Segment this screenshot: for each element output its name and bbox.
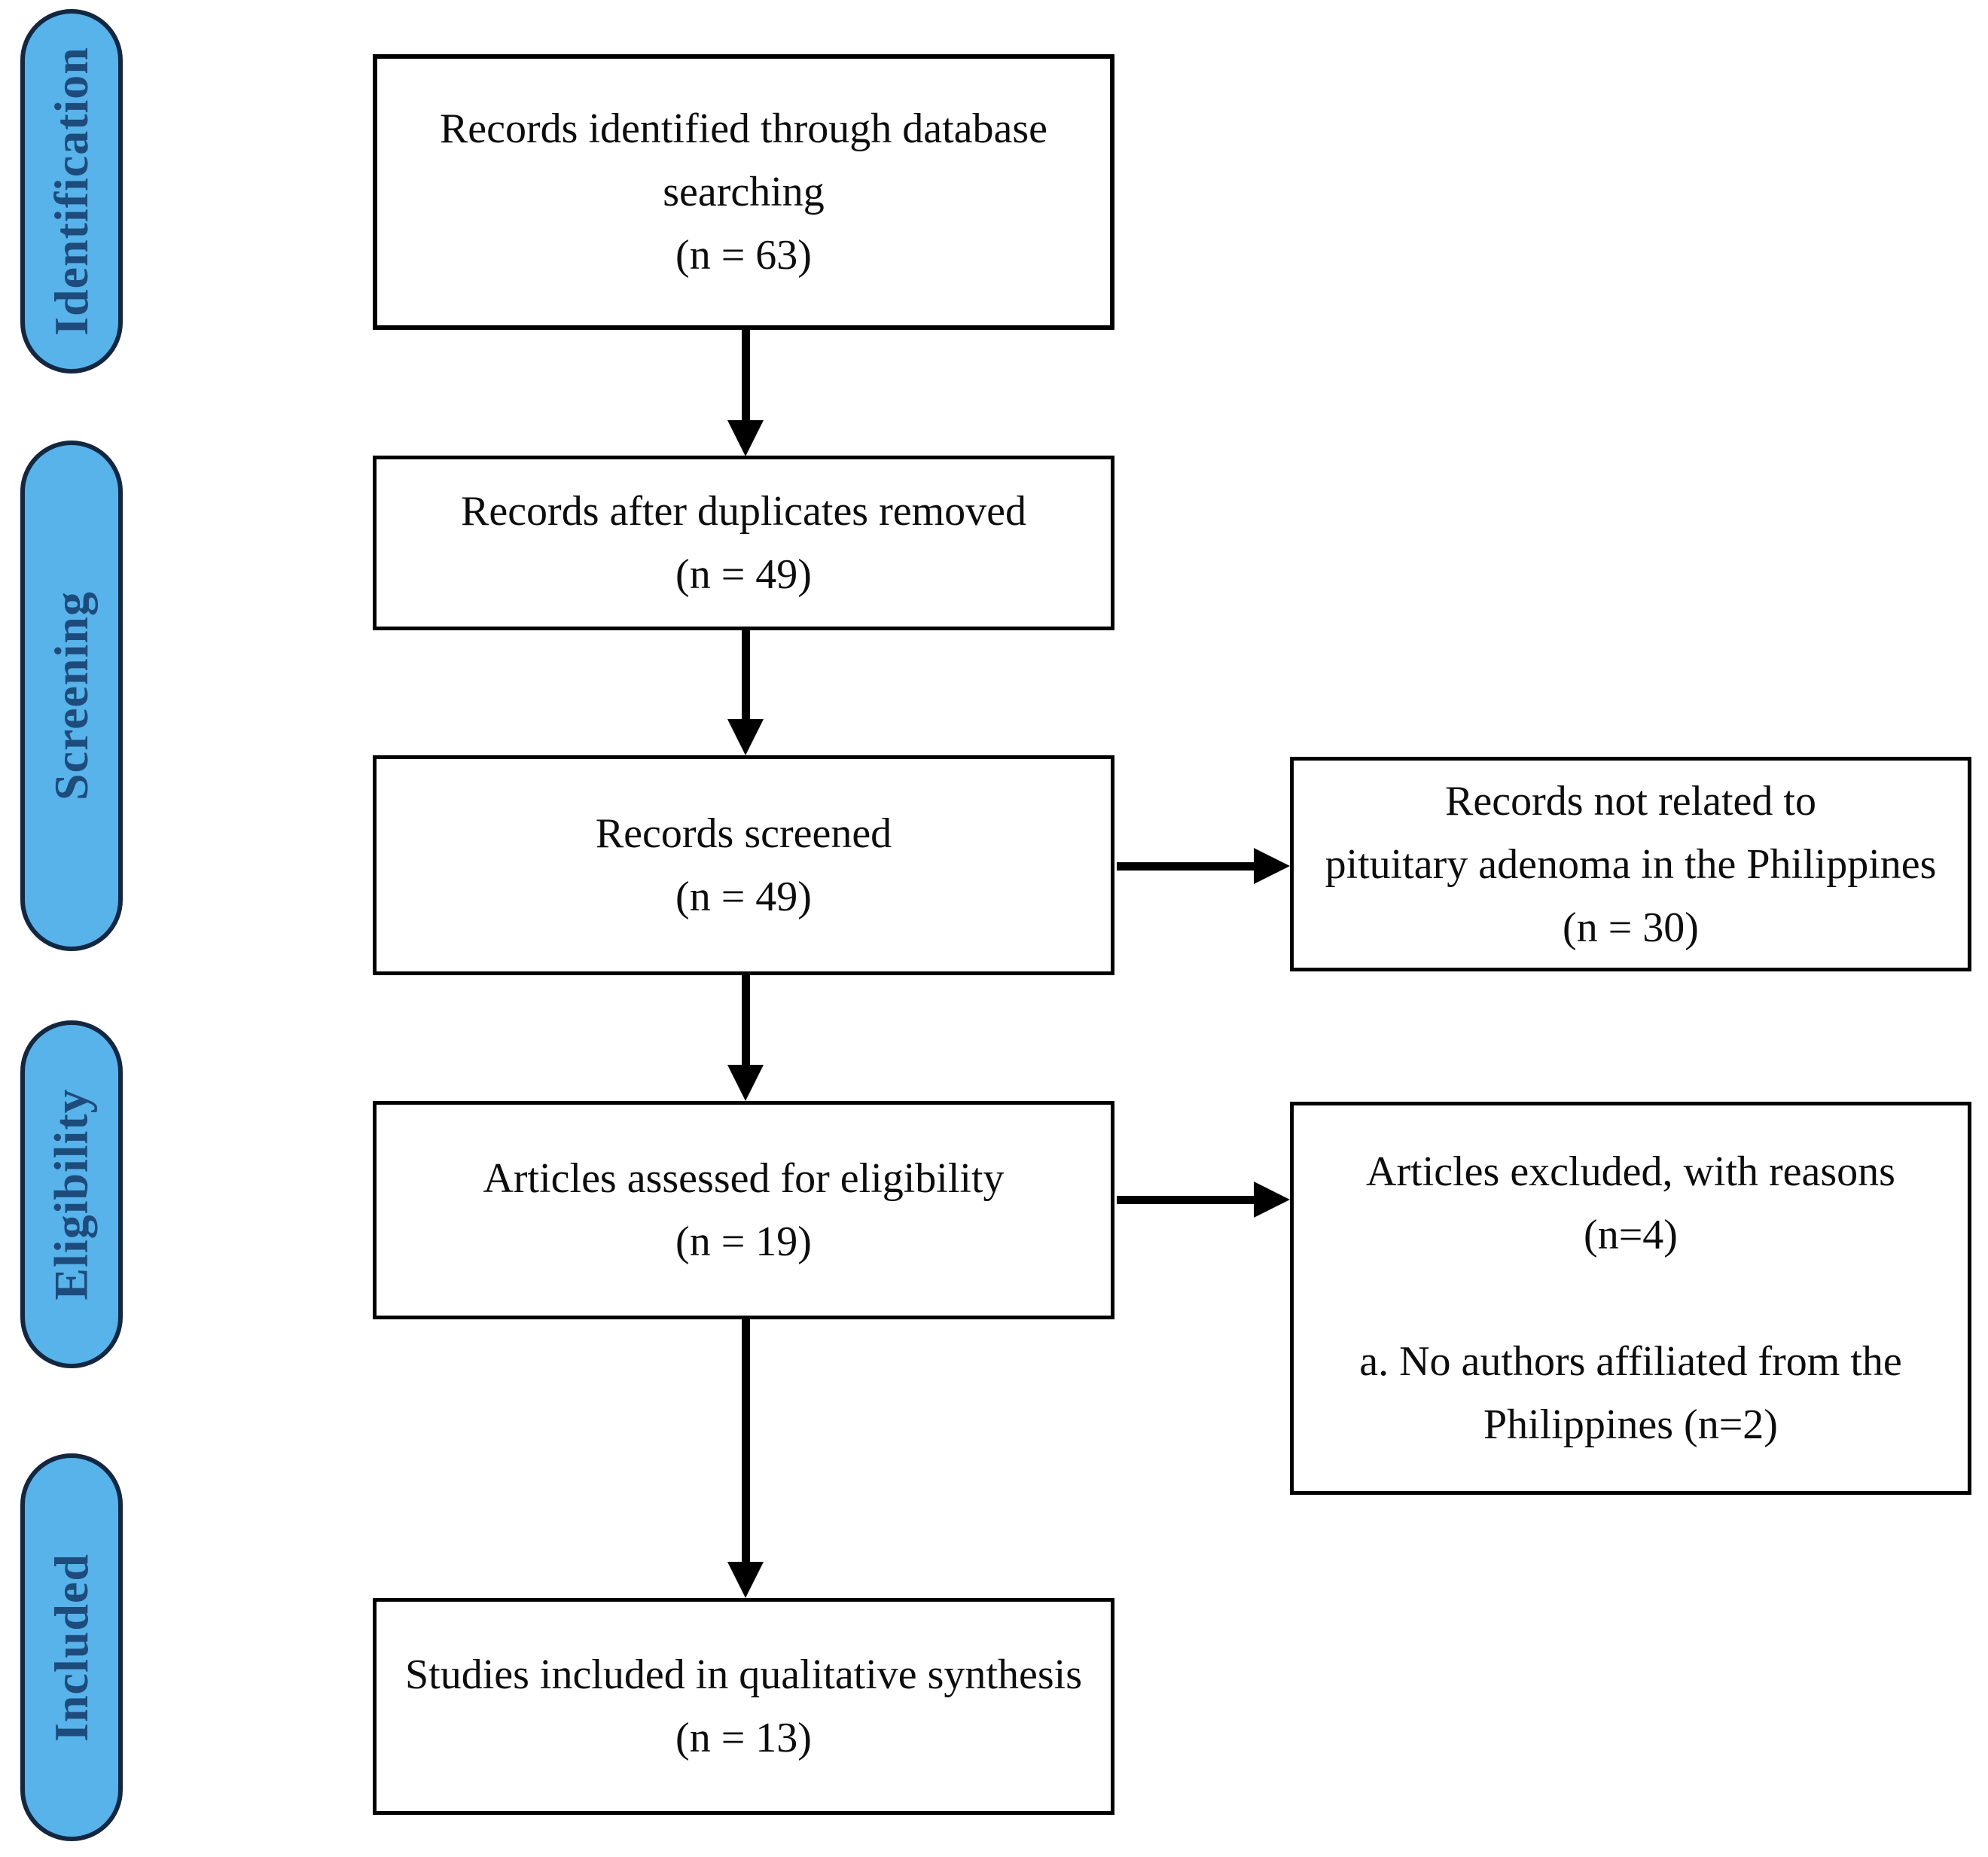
stage-label-identification: Identification bbox=[44, 47, 98, 336]
box-text-line: Records screened bbox=[595, 810, 892, 857]
stage-pill-eligibility: Eligibility bbox=[20, 1020, 123, 1368]
box-text-line: Studies included in qualitative synthesi… bbox=[404, 1651, 1082, 1698]
box-count-line: (n = 19) bbox=[675, 1218, 812, 1265]
box-count-line: (n = 13) bbox=[675, 1715, 812, 1761]
flow-box-records-not-related: Records not related to pituitary adenoma… bbox=[1290, 757, 1971, 971]
flow-box-records-identified: Records identified through database sear… bbox=[373, 54, 1114, 330]
box-count-line: (n = 30) bbox=[1563, 904, 1699, 951]
flow-box-articles-excluded: Articles excluded, with reasons (n=4) a.… bbox=[1290, 1102, 1971, 1495]
box-text-line: Records after duplicates removed bbox=[460, 488, 1027, 535]
box-text-line: a. No authors affiliated from the bbox=[1359, 1338, 1902, 1385]
flow-box-articles-assessed: Articles assessed for eligibility (n = 1… bbox=[373, 1101, 1114, 1319]
box-text-line: Records identified through database bbox=[439, 105, 1048, 152]
box-text-line: Philippines (n=2) bbox=[1483, 1401, 1778, 1448]
box-count-line: (n = 49) bbox=[675, 874, 812, 920]
box-count-line: (n=4) bbox=[1584, 1212, 1678, 1258]
stage-pill-included: Included bbox=[20, 1453, 123, 1841]
stage-label-included: Included bbox=[44, 1553, 98, 1742]
flow-box-records-screened: Records screened (n = 49) bbox=[373, 755, 1114, 975]
excluded-summary: Articles excluded, with reasons (n=4) bbox=[1366, 1140, 1895, 1267]
stage-label-eligibility: Eligibility bbox=[44, 1088, 98, 1301]
stage-label-screening: Screening bbox=[44, 590, 98, 801]
stage-pill-screening: Screening bbox=[20, 441, 123, 951]
box-text-line: pituitary adenoma in the Philippines bbox=[1325, 840, 1937, 888]
stage-pill-identification: Identification bbox=[20, 9, 123, 374]
excluded-reason: a. No authors affiliated from the Philip… bbox=[1359, 1330, 1902, 1456]
box-text-line: Articles assessed for eligibility bbox=[483, 1155, 1005, 1202]
box-text-line: Articles excluded, with reasons bbox=[1366, 1148, 1895, 1195]
box-count-line: (n = 63) bbox=[675, 232, 812, 279]
box-text-line: searching bbox=[663, 169, 825, 215]
box-count-line: (n = 49) bbox=[675, 551, 812, 598]
flow-box-studies-included: Studies included in qualitative synthesi… bbox=[373, 1598, 1114, 1815]
flow-box-records-after-duplicates: Records after duplicates removed (n = 49… bbox=[373, 456, 1114, 630]
box-text-line: Records not related to bbox=[1445, 777, 1816, 825]
